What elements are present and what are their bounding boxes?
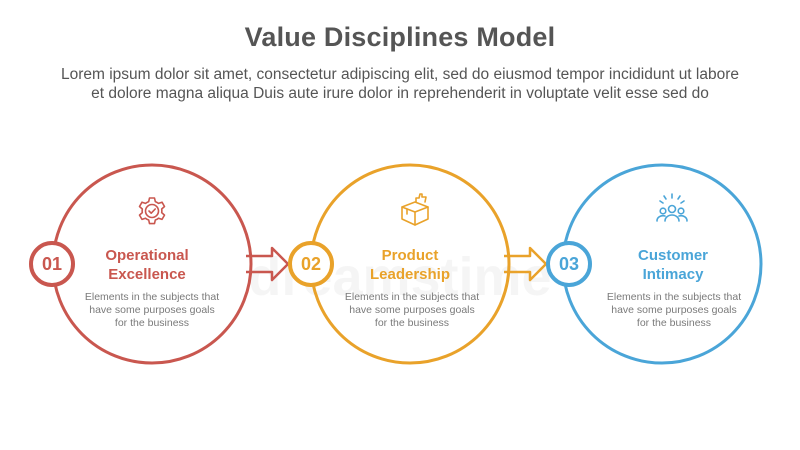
step-2-title-line-2: Leadership	[369, 266, 451, 283]
step-3-number: 03	[558, 254, 580, 274]
step-2-title: Product Leadership	[345, 246, 475, 284]
page-title: Value Disciplines Model	[244, 22, 556, 52]
step-1-title-line-1: Operational	[105, 247, 189, 264]
step-1-description-line-2: have some purposes goals	[89, 304, 215, 316]
step-3-description-line-2: have some purposes goals	[611, 304, 737, 316]
people-group-icon	[656, 193, 688, 222]
step-1-number: 01	[41, 254, 63, 274]
step-3-badge	[546, 241, 592, 287]
box-thumbs-up-icon	[401, 193, 429, 226]
subtitle-line-2: et dolore magna aliqua Duis aute irure d…	[91, 85, 709, 102]
step-2-description-line-1: Elements in the subjects that	[344, 291, 480, 303]
step-2-badge	[288, 241, 334, 287]
step-2-description-line-3: for the business	[374, 317, 450, 329]
step-2-description: Elements in the subjects that have some …	[332, 291, 492, 330]
step-3-title-line-1: Customer	[637, 247, 708, 264]
step-3-description-line-1: Elements in the subjects that	[606, 291, 742, 303]
step-3-description: Elements in the subjects that have some …	[594, 291, 754, 330]
step-3-title: Customer Intimacy	[608, 246, 738, 284]
step-1-title: Operational Excellence	[82, 246, 212, 284]
step-1-title-line-2: Excellence	[108, 266, 186, 283]
step-2-title-line-1: Product	[381, 247, 439, 264]
step-1-description-line-1: Elements in the subjects that	[84, 291, 220, 303]
step-3-title-line-2: Intimacy	[642, 266, 704, 283]
step-1-description: Elements in the subjects that have some …	[72, 291, 232, 330]
step-1-badge	[29, 241, 75, 287]
subtitle-line-1: Lorem ipsum dolor sit amet, consectetur …	[60, 66, 740, 83]
step-2-description-line-2: have some purposes goals	[349, 304, 475, 316]
step-2-number: 02	[300, 254, 322, 274]
gear-check-icon	[138, 197, 166, 225]
step-3-description-line-3: for the business	[636, 317, 712, 329]
page-subtitle: Lorem ipsum dolor sit amet, consectetur …	[0, 65, 800, 103]
step-1-description-line-3: for the business	[114, 317, 190, 329]
